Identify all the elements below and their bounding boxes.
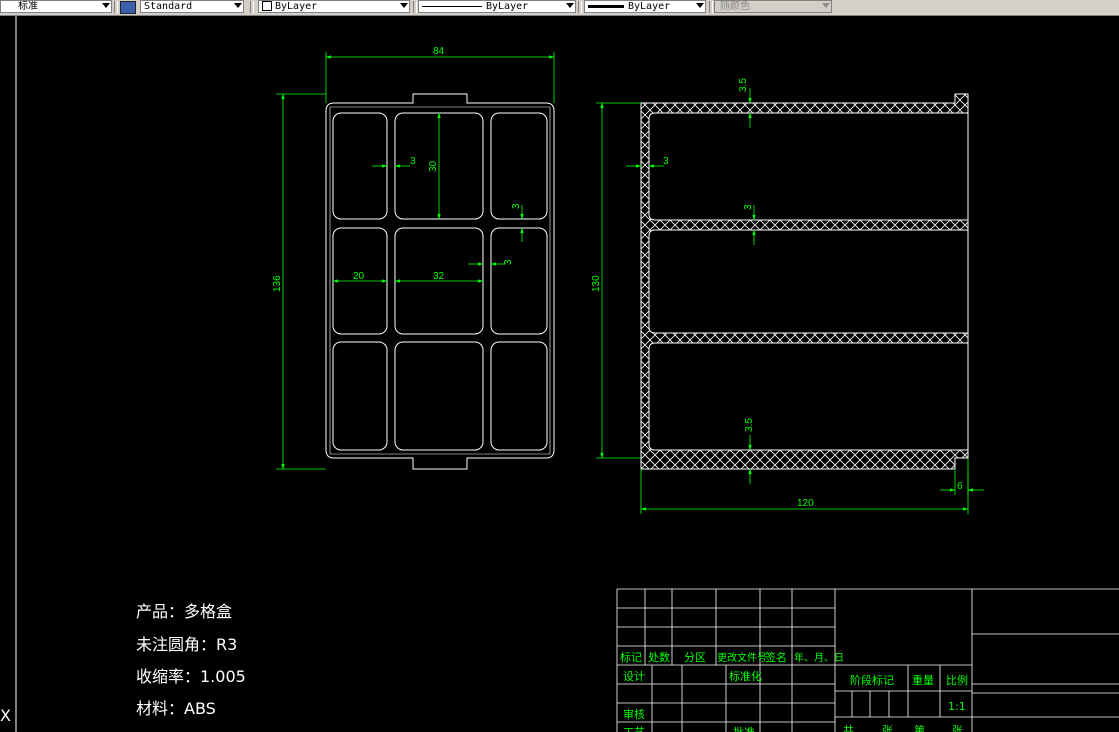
- cell-1-3: [490, 112, 548, 220]
- cell-2-3: [490, 227, 548, 335]
- dim-cell-height: 30: [428, 160, 439, 172]
- toolbar-separator: [578, 1, 582, 13]
- side-view-dimensions: [596, 88, 984, 514]
- chevron-down-icon: [696, 3, 704, 8]
- dim-top-wall: 3.5: [738, 78, 749, 92]
- text-style-value: 标准: [18, 1, 38, 12]
- chevron-down-icon: [566, 3, 574, 8]
- tb-zone: 分区: [684, 651, 706, 664]
- dim-left-cell: 20: [353, 271, 365, 282]
- dim-rib: 3: [743, 204, 754, 210]
- dim-rib-h: 3: [511, 203, 522, 209]
- top-view-dimensions: [276, 52, 555, 470]
- title-block-text: 标记 处数 分区 更改文件号 签名 年、月、日 设计 标准化 审核 工艺 批准 …: [620, 650, 968, 732]
- dim-side-height: 130: [591, 275, 602, 292]
- toolbar-separator: [114, 1, 118, 13]
- linetype-dropdown[interactable]: ByLayer: [418, 0, 576, 13]
- lineweight-value: ByLayer: [628, 1, 671, 12]
- tb-approve: 批准: [733, 725, 755, 732]
- tb-sheet: 第: [914, 723, 925, 732]
- cell-3-2: [394, 341, 484, 451]
- tb-total: 共: [843, 724, 854, 732]
- toolbar-separator: [709, 1, 713, 13]
- note-material: 材料：ABS: [136, 699, 216, 718]
- tb-weight: 重量: [912, 673, 934, 687]
- tb-sheets: 张: [882, 724, 893, 732]
- tb-count: 处数: [648, 651, 670, 664]
- lineweight-dropdown[interactable]: ByLayer: [584, 0, 706, 13]
- tb-mark: 标记: [620, 650, 642, 664]
- dim-wall: 3: [663, 156, 669, 167]
- side-view-dim-text: 3.5 3 3 3.5 130 120 6: [591, 78, 963, 509]
- tb-sheet2: 张: [952, 724, 963, 732]
- tb-review: 审核: [623, 707, 645, 721]
- title-block: [616, 588, 1119, 732]
- cell-3-3: [490, 341, 548, 451]
- cell-3-1: [332, 341, 388, 451]
- dim-mid-cell: 32: [433, 271, 445, 282]
- lineweight-sample-icon: [588, 4, 624, 8]
- note-fillet: 未注圆角：R3: [136, 635, 238, 654]
- dim-style-dropdown[interactable]: Standard: [140, 0, 244, 13]
- dim-lip: 6: [957, 481, 963, 492]
- color-swatch-icon: [262, 1, 272, 11]
- layer-value: ByLayer: [275, 1, 318, 12]
- text-style-dropdown[interactable]: 标准: [0, 0, 112, 13]
- tb-process: 工艺: [623, 726, 645, 732]
- top-view-inner-outline: [329, 106, 551, 455]
- plot-style-value: 随颜色: [720, 1, 750, 12]
- dim-rib-v: 3: [410, 156, 416, 167]
- tb-standardize: 标准化: [729, 669, 762, 683]
- side-view[interactable]: [640, 93, 969, 470]
- note-shrinkage: 收缩率：1.005: [136, 667, 246, 686]
- ucs-icon: X: [0, 706, 11, 725]
- dim-bottom-wall: 3.5: [744, 418, 755, 432]
- toolbar-separator: [413, 1, 417, 13]
- chevron-down-icon: [102, 3, 110, 8]
- linetype-sample-icon: [422, 5, 482, 7]
- dim-length: 120: [797, 498, 814, 509]
- tb-scale-value: 1:1: [948, 700, 966, 713]
- dim-style-icon[interactable]: [120, 1, 136, 14]
- properties-toolbar: 标准 Standard ByLayer ByLayer ByLayer 随颜色: [0, 0, 1119, 16]
- top-view-dim-text: 84 136 30 3 3 20 32 3: [272, 46, 522, 292]
- tb-sign: 签名: [765, 650, 787, 664]
- tb-design: 设计: [623, 670, 645, 683]
- tb-date: 年、月、日: [794, 651, 844, 664]
- drawing-canvas[interactable]: 84 136 30 3 3 20 32 3 3.5 3 3 3.5 130 12…: [0, 16, 1119, 732]
- tb-change-doc: 更改文件号: [717, 651, 767, 664]
- plot-style-dropdown[interactable]: 随颜色: [714, 0, 832, 13]
- toolbar-separator: [250, 1, 254, 13]
- chevron-down-icon: [822, 3, 830, 8]
- dim-width: 84: [433, 46, 445, 57]
- tb-scale: 比例: [946, 673, 968, 687]
- dim-style-value: Standard: [144, 1, 193, 12]
- layer-color-dropdown[interactable]: ByLayer: [258, 0, 410, 13]
- chevron-down-icon: [400, 3, 408, 8]
- chevron-down-icon: [234, 3, 242, 8]
- dim-height: 136: [272, 275, 283, 292]
- note-product: 产品：多格盒: [136, 602, 233, 621]
- top-view-outline: [325, 93, 555, 470]
- dim-rib-small: 3: [503, 259, 514, 265]
- section-hatch: [640, 93, 969, 470]
- tb-stage-mark: 阶段标记: [850, 673, 894, 687]
- linetype-value: ByLayer: [486, 1, 529, 12]
